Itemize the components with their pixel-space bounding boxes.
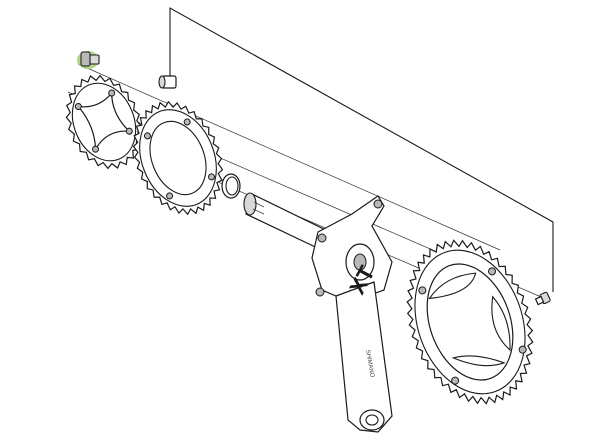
spacer-ring-outer bbox=[221, 173, 241, 199]
chainring-bolt bbox=[77, 51, 100, 69]
outer-chainring bbox=[406, 239, 534, 405]
inner-chainring-rim bbox=[71, 82, 137, 162]
spindle-spline-2 bbox=[253, 201, 265, 208]
small-bolt bbox=[534, 291, 551, 306]
bolt-shank bbox=[89, 54, 100, 65]
inner-bolt-hole-2 bbox=[108, 89, 116, 97]
crank-pedal-eye bbox=[359, 409, 385, 431]
outer-bolt-hole-2 bbox=[488, 267, 497, 276]
crank-arm-bolt-3 bbox=[315, 287, 325, 297]
middle-chainring bbox=[132, 100, 224, 216]
outer-bolt-hole-4 bbox=[451, 376, 460, 385]
spacer-ring bbox=[221, 173, 241, 199]
outer-bolt-hole-1 bbox=[418, 286, 427, 295]
middle-bolt-hole-1 bbox=[143, 132, 151, 140]
middle-bolt-hole-4 bbox=[166, 192, 174, 200]
bolt-head bbox=[80, 51, 91, 67]
outer-chainring-window bbox=[426, 263, 514, 381]
outer-bolt-hole-3 bbox=[518, 345, 527, 354]
middle-chainring-inner-edge bbox=[149, 120, 207, 196]
chainring-nut-face bbox=[158, 75, 166, 89]
spacer-ring-inner bbox=[225, 176, 239, 196]
axis-line-top bbox=[77, 63, 501, 251]
inner-chainring bbox=[65, 74, 143, 170]
crank-pedal-eye-inner bbox=[365, 414, 379, 426]
outer-chainring-cutout-3 bbox=[451, 355, 506, 367]
outer-chainring-cutout-1 bbox=[428, 272, 477, 300]
crank-arm-brand-text: SHIMANO bbox=[364, 349, 375, 378]
crank-hub-bore bbox=[353, 253, 367, 271]
crank-arm-bolt-2 bbox=[373, 199, 383, 209]
bolt-bracket-line bbox=[169, 7, 554, 292]
spindle bbox=[243, 192, 339, 255]
spindle-splined-end bbox=[243, 192, 257, 216]
right-crank-arm: XT SHIMANO bbox=[311, 195, 393, 433]
outer-chainring-cutout-2 bbox=[491, 295, 511, 352]
middle-chainring-outline bbox=[132, 100, 224, 216]
spindle-spline-1 bbox=[255, 195, 265, 201]
outer-chainring-rim bbox=[414, 249, 526, 395]
crank-arm-body bbox=[335, 281, 393, 433]
crank-arm-bolt-1 bbox=[317, 233, 327, 243]
inner-bolt-hole-3 bbox=[125, 127, 133, 135]
inner-bolt-hole-1 bbox=[74, 102, 82, 110]
middle-bolt-hole-2 bbox=[183, 118, 191, 126]
spindle-spline-3 bbox=[252, 208, 265, 215]
inner-bolt-hole-4 bbox=[92, 145, 100, 153]
middle-chainring-rim bbox=[139, 109, 217, 207]
chainring-nut bbox=[158, 75, 177, 89]
middle-bolt-hole-3 bbox=[207, 173, 215, 181]
small-bolt-shank bbox=[534, 295, 545, 306]
